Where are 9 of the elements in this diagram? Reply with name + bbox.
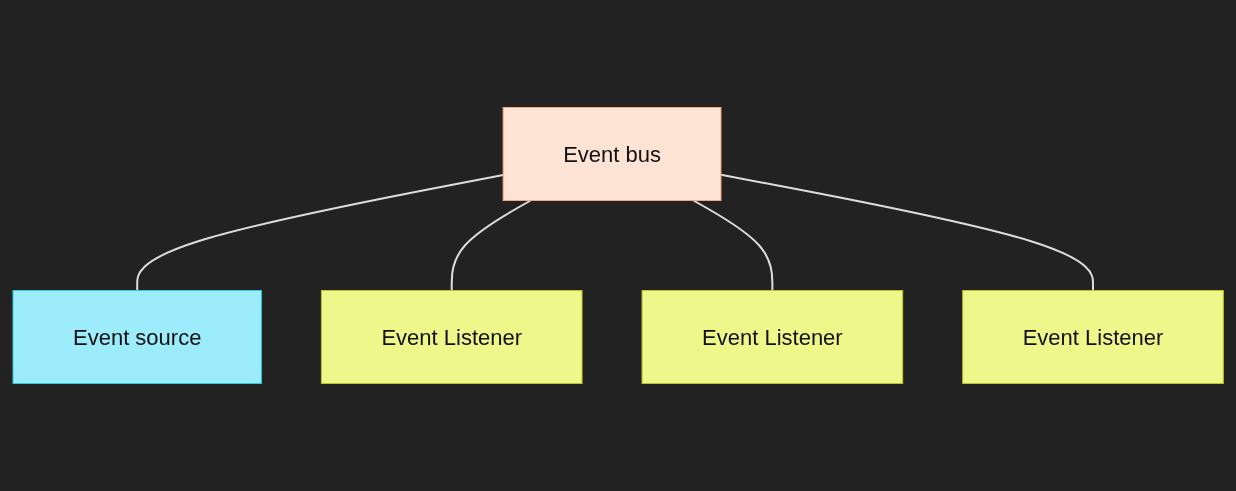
node-box: Event Listener [320,290,583,384]
node-box: Event Listener [641,290,903,384]
connector [450,199,532,292]
node-box: Event Listener [962,290,1224,384]
node-box: Event source [12,290,262,384]
connector [136,174,504,292]
connector [719,173,1094,292]
connector [692,199,774,292]
node-box: Event bus [502,107,722,201]
